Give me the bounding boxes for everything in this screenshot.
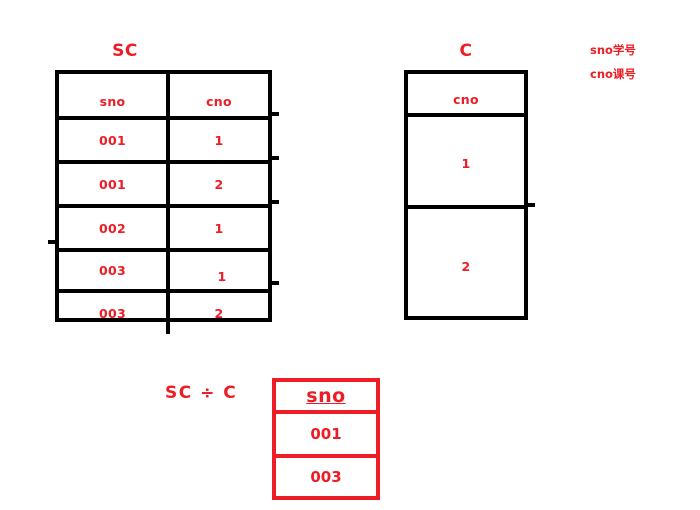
c-header-row: cno [408, 74, 524, 117]
sc-cell-sno: 003 [59, 293, 170, 334]
result-table: sno 001 003 [272, 378, 380, 500]
c-table: cno 1 2 [404, 70, 528, 320]
legend-item-cno: cno课号 [590, 66, 636, 81]
sc-table-row: 003 2 [59, 293, 268, 334]
c-cell-cno: 2 [461, 259, 471, 274]
division-expression-label: SC ÷ C [165, 383, 238, 403]
sc-stroke-overshoot [270, 156, 279, 160]
sc-stroke-overshoot [270, 200, 279, 204]
c-header-cno: cno [453, 92, 479, 107]
result-header-sno: sno [306, 385, 346, 407]
sc-table-title: SC [112, 41, 138, 61]
legend: sno学号 cno课号 [590, 43, 636, 92]
c-table-row: 2 [408, 209, 524, 320]
c-table-title: C [459, 41, 473, 61]
sc-header-cno: cno [206, 94, 232, 109]
sc-cell-sno: 001 [59, 120, 170, 160]
c-cell-cno: 1 [461, 155, 471, 171]
sc-table: sno cno 001 1 001 2 002 1 003 1 003 2 [55, 70, 272, 334]
result-table-row: 003 [310, 468, 342, 486]
sc-cell-sno: 003 [59, 252, 170, 289]
sc-stroke-overshoot [270, 112, 279, 116]
sc-cell-cno: 2 [214, 306, 224, 321]
legend-item-sno: sno学号 [590, 43, 636, 57]
sc-cell-cno: 1 [217, 268, 227, 284]
sc-cell-cno: 2 [214, 176, 224, 192]
sc-table-row: 001 1 [59, 120, 268, 164]
sc-header-row: sno cno [59, 74, 268, 120]
result-table-row: 001 [276, 414, 376, 458]
result-header-row: sno [276, 382, 376, 414]
c-stroke-overshoot [524, 203, 535, 207]
sc-cell-cno: 1 [214, 220, 224, 236]
sc-table-row: 003 1 [59, 252, 268, 293]
sc-cell-sno: 001 [59, 164, 170, 204]
sc-table-row: 002 1 [59, 208, 268, 252]
c-table-row: 1 [408, 117, 524, 209]
sc-cell-cno: 1 [214, 132, 224, 148]
sc-stroke-overshoot [270, 281, 279, 285]
sc-cell-sno: 002 [59, 208, 170, 248]
sc-header-sno: sno [59, 74, 170, 116]
sc-stroke-overshoot [48, 240, 57, 244]
sc-table-row: 001 2 [59, 164, 268, 208]
